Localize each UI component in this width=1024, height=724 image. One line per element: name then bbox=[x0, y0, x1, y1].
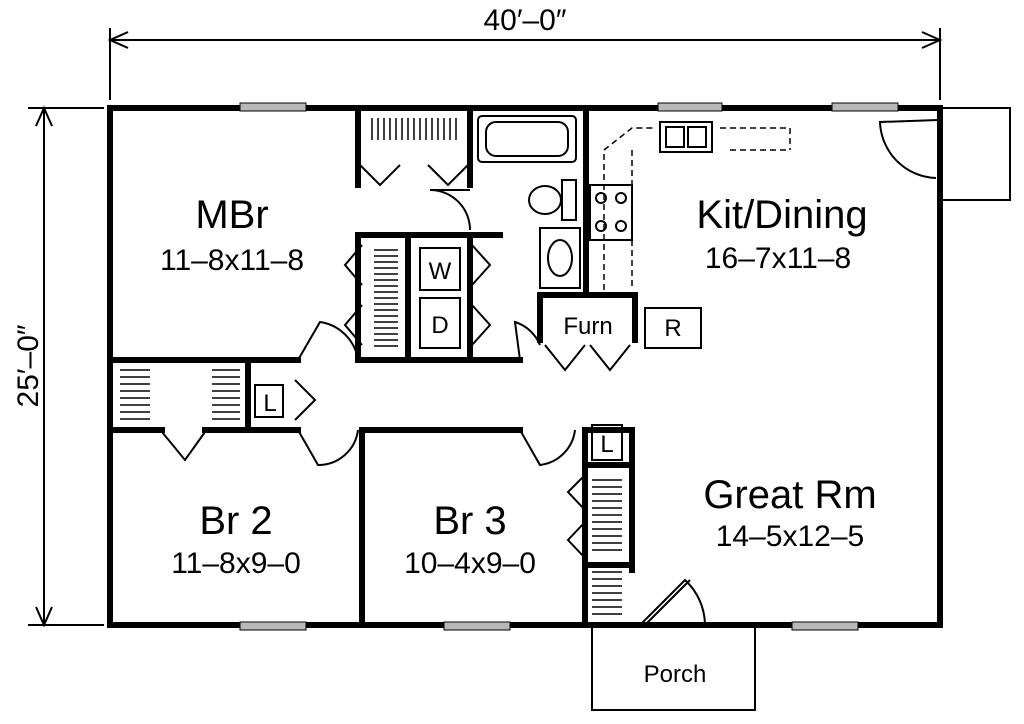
depth-label: 25′–0″ bbox=[12, 324, 45, 407]
refrigerator-label: R bbox=[664, 315, 681, 342]
porch: Porch bbox=[591, 625, 756, 711]
linen-label-br3: L bbox=[600, 431, 613, 458]
kitchen: R bbox=[589, 121, 791, 349]
exterior-walls bbox=[107, 105, 943, 628]
br3-name: Br 3 bbox=[433, 499, 506, 543]
mbr-closet bbox=[359, 118, 469, 187]
br2-name: Br 2 bbox=[199, 499, 272, 543]
mbr-name: MBr bbox=[195, 193, 268, 237]
furnace: Furn bbox=[544, 313, 631, 372]
room-mbr: MBr 11–8x11–8 bbox=[160, 193, 304, 277]
doors bbox=[297, 119, 939, 626]
washer-label: W bbox=[429, 258, 452, 285]
room-great: Great Rm 14–5x12–5 bbox=[703, 473, 876, 553]
room-br2: Br 2 11–8x9–0 bbox=[171, 499, 301, 580]
depth-dimension: 25′–0″ bbox=[12, 105, 104, 628]
kit-size: 16–7x11–8 bbox=[705, 242, 851, 275]
width-label: 40′–0″ bbox=[484, 4, 567, 37]
porch-label: Porch bbox=[644, 661, 707, 688]
bathroom bbox=[429, 115, 581, 289]
kit-name: Kit/Dining bbox=[696, 193, 867, 237]
br3-closets: L bbox=[566, 424, 623, 615]
br3-size: 10–4x9–0 bbox=[404, 547, 536, 580]
mbr-size: 11–8x11–8 bbox=[160, 244, 304, 277]
great-size: 14–5x12–5 bbox=[716, 520, 864, 553]
interior-walls bbox=[107, 105, 638, 628]
side-stoop bbox=[940, 107, 1011, 201]
laundry: W D bbox=[343, 244, 492, 349]
room-kit: Kit/Dining 16–7x11–8 bbox=[696, 193, 867, 275]
linen-label-hall: L bbox=[263, 390, 276, 417]
br2-size: 11–8x9–0 bbox=[171, 547, 301, 580]
great-name: Great Rm bbox=[703, 473, 876, 517]
furnace-label: Furn bbox=[563, 313, 612, 340]
width-dimension: 40′–0″ bbox=[107, 4, 943, 100]
hall-linen: L bbox=[120, 369, 317, 462]
dryer-label: D bbox=[431, 312, 448, 339]
windows bbox=[239, 102, 899, 631]
room-br3: Br 3 10–4x9–0 bbox=[404, 499, 536, 580]
